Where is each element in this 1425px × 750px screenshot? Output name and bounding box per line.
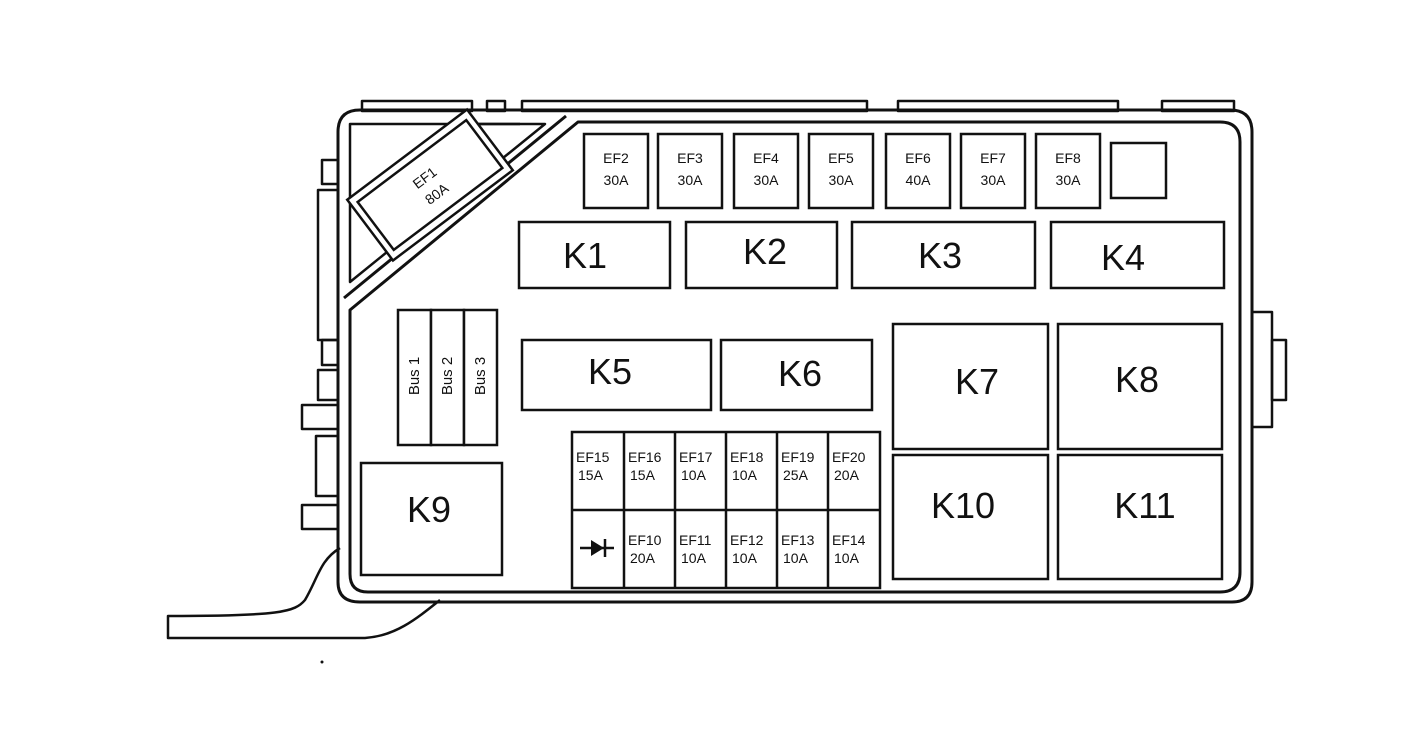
fuse-name: EF16 — [628, 449, 662, 465]
relay-k6: K6 — [719, 338, 874, 412]
fuse-rating: 30A — [754, 172, 780, 188]
fuse-ef4: EF4 30A — [732, 132, 800, 210]
relay-k2: K2 — [684, 220, 839, 290]
fuse-ef5: EF5 30A — [807, 132, 875, 210]
fuse-name: EF14 — [832, 532, 866, 548]
fuse-rating: 10A — [681, 467, 707, 483]
fuse-rating: 30A — [678, 172, 704, 188]
relay-label: K11 — [1114, 485, 1175, 526]
fuse-ef6: EF6 40A — [884, 132, 952, 210]
fuse-ef1: EF1 80A — [345, 107, 515, 263]
fuse-name: EF11 — [679, 532, 712, 548]
relay-label: K6 — [778, 353, 822, 394]
fuse-name: EF18 — [730, 449, 764, 465]
relay-k11: K11 — [1056, 453, 1224, 581]
fuse-name: EF4 — [753, 150, 779, 166]
fuse-ef16: EF16 15A — [628, 449, 662, 483]
relay-k3: K3 — [850, 220, 1037, 290]
fuse-rating: 30A — [604, 172, 630, 188]
relay-k10: K10 — [891, 453, 1050, 581]
fuse-name: EF5 — [828, 150, 854, 166]
fuse-name: EF12 — [730, 532, 764, 548]
fuse-rating: 10A — [732, 550, 758, 566]
fuse-ef7: EF7 30A — [959, 132, 1027, 210]
fuse-ef19: EF19 25A — [781, 449, 815, 483]
fuse-name: EF19 — [781, 449, 815, 465]
bus-2-label: Bus 2 — [439, 357, 456, 395]
fuse-name: EF13 — [781, 532, 815, 548]
diode-icon — [580, 539, 614, 557]
fuse-rating: 10A — [783, 550, 809, 566]
fuse-rating: 15A — [630, 467, 656, 483]
fuse-name: EF8 — [1055, 150, 1081, 166]
relay-label: K1 — [563, 235, 607, 276]
fuse-rating: 20A — [834, 467, 860, 483]
top-fuse-row: EF2 30A EF3 30A EF4 30A EF5 30A EF6 40A … — [582, 132, 1168, 210]
fuse-rating: 20A — [630, 550, 656, 566]
fuse-rating: 10A — [732, 467, 758, 483]
relay-label: K10 — [931, 485, 995, 526]
fuse-ef3: EF3 30A — [656, 132, 724, 210]
fuse-rating: 25A — [783, 467, 809, 483]
relay-k9: K9 — [359, 461, 504, 577]
bus-3-label: Bus 3 — [472, 357, 489, 395]
fuse-rating: 10A — [834, 550, 860, 566]
fuse-name: EF3 — [677, 150, 703, 166]
fuse-rating: 30A — [829, 172, 855, 188]
fuse-ef12: EF12 10A — [730, 532, 764, 566]
fuse-ef11: EF11 10A — [679, 532, 712, 566]
bus-bar-group: Bus 1 Bus 2 Bus 3 — [396, 308, 499, 447]
fuse-name: EF10 — [628, 532, 662, 548]
relay-k5: K5 — [520, 338, 713, 412]
bus-1-label: Bus 1 — [406, 357, 423, 395]
relay-label: K2 — [743, 231, 787, 272]
fuse-ef20: EF20 20A — [832, 449, 866, 483]
relay-label: K3 — [918, 235, 962, 276]
relay-label: K9 — [407, 489, 451, 530]
fuse-rating: 10A — [681, 550, 707, 566]
fuse-name: EF6 — [905, 150, 931, 166]
fuse-ef2: EF2 30A — [582, 132, 650, 210]
relay-k1: K1 — [517, 220, 672, 290]
fuse-ef17: EF17 10A — [679, 449, 713, 483]
relay-label: K5 — [588, 351, 632, 392]
relay-label: K4 — [1101, 237, 1145, 278]
fuse-name: EF20 — [832, 449, 866, 465]
relay-label: K8 — [1115, 359, 1159, 400]
fuse-ef8: EF8 30A — [1034, 132, 1102, 210]
lower-fuse-block: EF15 15A EF16 15A EF17 10A EF18 10A EF19… — [570, 430, 882, 590]
fuse-ef10: EF10 20A — [628, 532, 662, 566]
fuse-rating: 40A — [906, 172, 932, 188]
fuse-rating: 15A — [578, 467, 604, 483]
relay-label: K7 — [955, 361, 999, 402]
relay-k8: K8 — [1056, 322, 1224, 451]
fuse-ef18: EF18 10A — [730, 449, 764, 483]
relay-k7: K7 — [891, 322, 1050, 451]
stray-dot — [320, 660, 324, 664]
fuse-rating: 30A — [1056, 172, 1082, 188]
fuse-ef15: EF15 15A — [576, 449, 610, 483]
fuse-name: EF15 — [576, 449, 610, 465]
fuse-ef13: EF13 10A — [781, 532, 815, 566]
fuse-name: EF7 — [980, 150, 1006, 166]
fuse-rating: 30A — [981, 172, 1007, 188]
spare-slot — [1109, 141, 1168, 200]
fuse-name: EF2 — [603, 150, 629, 166]
fuse-name: EF17 — [679, 449, 713, 465]
fuse-ef14: EF14 10A — [832, 532, 866, 566]
relay-k4: K4 — [1049, 220, 1226, 290]
